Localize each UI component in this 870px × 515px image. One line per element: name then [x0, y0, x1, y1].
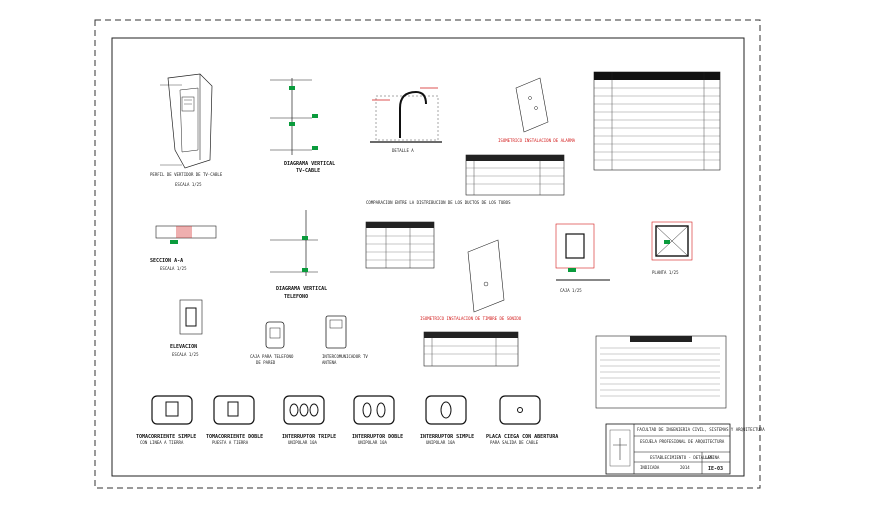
- title-block-sheet-label: LAMINA: [705, 455, 720, 460]
- symbol-4-sub: UNIPOLAR 10A: [358, 440, 387, 445]
- outer-dashed-border: [94, 19, 761, 489]
- diagrama-tv-title: DIAGRAMA VERTICAL: [284, 161, 335, 167]
- elevacion: ELEVACION ESCALA 1/25: [170, 299, 203, 357]
- title-block-line2: ESCUELA PROFESIONAL DE ARQUITECTURA: [640, 439, 725, 444]
- elevacion-title: ELEVACION: [170, 344, 197, 350]
- symbol-tomacorriente-simple: TOMACORRIENTE SIMPLE CON LINEA A TIERRA: [136, 395, 196, 445]
- seccion-a-a: SECCION A-A ESCALA 1/25: [150, 225, 217, 271]
- device-intercom: INTERCOMUNICADOR TV ANTENA: [322, 315, 368, 365]
- notes-box: [595, 335, 727, 409]
- inner-border: [111, 37, 745, 477]
- symbol-1-sub: CON LINEA A TIERRA: [140, 440, 184, 445]
- symbol-placa-ciega: PLACA CIEGA CON ABERTURA PARA SALIDA DE …: [486, 395, 558, 445]
- title-block-date: 2014: [680, 465, 690, 470]
- symbol-6-sub: PARA SALIDA DE CABLE: [490, 440, 539, 445]
- title-block-line3: ESTABLECIMIENTO - DETALLES: [650, 455, 713, 460]
- symbol-5-label: INTERRUPTOR SIMPLE: [420, 434, 474, 440]
- title-block: FACULTAD DE INGENIERIA CIVIL, SISTEMAS Y…: [605, 423, 765, 475]
- legend-table: [593, 71, 721, 171]
- symbol-interruptor-doble: INTERRUPTOR DOBLE UNIPOLAR 10A: [352, 395, 403, 445]
- detalle-tuberia: DETALLE A: [370, 87, 442, 153]
- diagrama-tv-sub: TV-CABLE: [296, 168, 320, 174]
- device-telefono: CAJA PARA TELEFONO DE PARED: [250, 321, 294, 365]
- title-block-line1: FACULTAD DE INGENIERIA CIVIL, SISTEMAS Y…: [637, 427, 765, 432]
- elevacion-scale: ESCALA 1/25: [172, 352, 199, 357]
- caja1-label: CAJA 1/25: [560, 288, 582, 293]
- symbol-3-label: INTERRUPTOR TRIPLE: [282, 434, 336, 440]
- red-label-timbre: ISOMETRICO INSTALACION DE TIMBRE DE SONI…: [420, 316, 522, 321]
- device-telefono-label: CAJA PARA TELEFONO: [250, 354, 294, 359]
- planta-detalle: PLANTA 1/25: [651, 221, 693, 275]
- title-block-scale: INDICADA: [640, 465, 660, 470]
- device-intercom-sub: ANTENA: [322, 360, 337, 365]
- caja2-label: PLANTA 1/25: [652, 270, 679, 275]
- diagrama-vertical-tv: DIAGRAMA VERTICAL TV-CABLE: [270, 78, 335, 174]
- device-intercom-label: INTERCOMUNICADOR TV: [322, 354, 368, 359]
- symbol-2-label: TOMACORRIENTE DOBLE: [206, 434, 263, 440]
- comparacion-table: COMPARACION ENTRE LA DISTRIBUCION DE LOS…: [365, 200, 511, 269]
- perfil-tv-scale: ESCALA 1/25: [175, 182, 202, 187]
- ductos-table-2: [423, 331, 519, 367]
- symbol-interruptor-simple: INTERRUPTOR SIMPLE UNIPOLAR 10A: [420, 395, 474, 445]
- symbol-4-label: INTERRUPTOR DOBLE: [352, 434, 403, 440]
- symbol-interruptor-triple: INTERRUPTOR TRIPLE UNIPOLAR 10A: [282, 395, 336, 445]
- symbol-3-sub: UNIPOLAR 10A: [288, 440, 317, 445]
- diagrama-vertical-telefono: DIAGRAMA VERTICAL TELEFONO: [270, 210, 327, 300]
- symbol-5-sub: UNIPOLAR 10A: [426, 440, 455, 445]
- seccion-title: SECCION A-A: [150, 258, 183, 264]
- perfil-tv-cable-drawing: PERFIL DE VERTIDOR DE TV-CABLE ESCALA 1/…: [150, 73, 223, 187]
- isometrico-timbre: ISOMETRICO INSTALACION DE TIMBRE DE SONI…: [420, 239, 522, 321]
- isometrico-alarma: ISOMETRICO INSTALACION DE ALARMA: [498, 77, 576, 143]
- title-block-sheet: IE-03: [708, 466, 723, 472]
- symbol-1-label: TOMACORRIENTE SIMPLE: [136, 434, 196, 440]
- symbol-6-label: PLACA CIEGA CON ABERTURA: [486, 434, 558, 440]
- seccion-scale: ESCALA 1/25: [160, 266, 187, 271]
- red-label-alarma: ISOMETRICO INSTALACION DE ALARMA: [498, 138, 576, 143]
- device-telefono-sub: DE PARED: [256, 360, 276, 365]
- pozo-title: COMPARACION ENTRE LA DISTRIBUCION DE LOS…: [366, 200, 511, 205]
- diagrama-tel-sub: TELEFONO: [284, 294, 308, 300]
- perfil-tv-label: PERFIL DE VERTIDOR DE TV-CABLE: [150, 172, 223, 177]
- detalle-a-label: DETALLE A: [392, 148, 414, 153]
- ductos-table: [465, 154, 565, 196]
- symbol-tomacorriente-doble: TOMACORRIENTE DOBLE PUESTA A TIERRA: [206, 395, 263, 445]
- caja-detalle: CAJA 1/25: [555, 223, 610, 293]
- symbol-2-sub: PUESTA A TIERRA: [212, 440, 249, 445]
- diagrama-tel-title: DIAGRAMA VERTICAL: [276, 286, 327, 292]
